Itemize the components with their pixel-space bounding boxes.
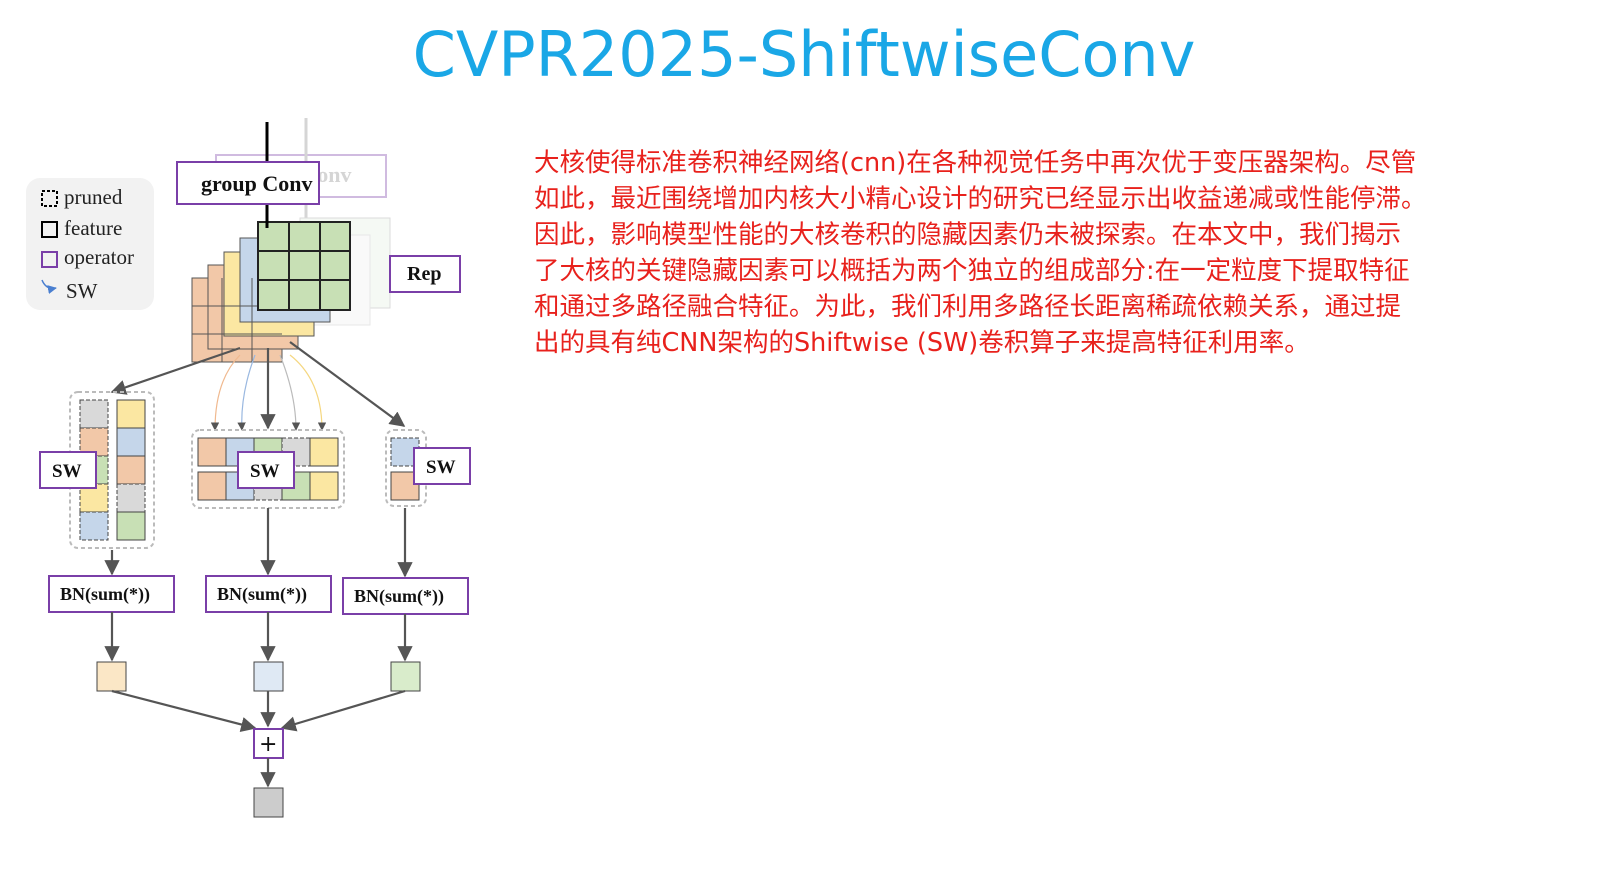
bn-label-right: BN(sum(*)): [354, 586, 444, 607]
feature-stack: [191, 221, 351, 363]
output-middle: [253, 661, 284, 692]
legend-pruned: pruned: [64, 185, 123, 209]
operator-legend-swatch: [41, 251, 58, 268]
legend-operator: operator: [64, 245, 134, 269]
sw-label-middle: SW: [250, 461, 280, 482]
bn-box-middle: [205, 575, 332, 613]
bn-box-right: [342, 577, 469, 615]
rep-label: Rep: [407, 263, 441, 285]
group-conv-label: group Conv: [201, 171, 312, 196]
description-text: 大核使得标准卷积神经网络(cnn)在各种视觉任务中再次优于变压器架构。尽管 如此…: [534, 148, 1427, 358]
shiftwise-diagram: pruned feature operator SW group Conv: [26, 118, 471, 818]
branch-right: SW: [385, 429, 471, 507]
output-left: [96, 661, 127, 692]
branch-left: SW: [39, 391, 155, 549]
final-output: [253, 787, 284, 818]
output-right: [390, 661, 421, 692]
branch-middle: SW: [191, 429, 345, 509]
branch-arrows: [110, 341, 406, 431]
bn-label-left: BN(sum(*)): [60, 584, 150, 605]
bn-box-left: [48, 575, 175, 613]
legend: pruned feature operator SW: [26, 178, 154, 310]
feature-legend-swatch: [41, 221, 58, 238]
group-conv-box: [176, 161, 320, 205]
sw-arrow-icon: [41, 279, 57, 294]
rep-box: [389, 255, 461, 293]
legend-sw: SW: [66, 279, 98, 303]
sw-label-left: SW: [52, 461, 82, 482]
page-title: CVPR2025-ShiftwiseConv: [412, 18, 1196, 91]
plus-label: +: [259, 732, 277, 757]
bn-label-middle: BN(sum(*)): [217, 584, 307, 605]
pruned-legend-swatch: [41, 190, 58, 207]
sw-label-right: SW: [426, 457, 456, 478]
legend-feature: feature: [64, 216, 122, 240]
